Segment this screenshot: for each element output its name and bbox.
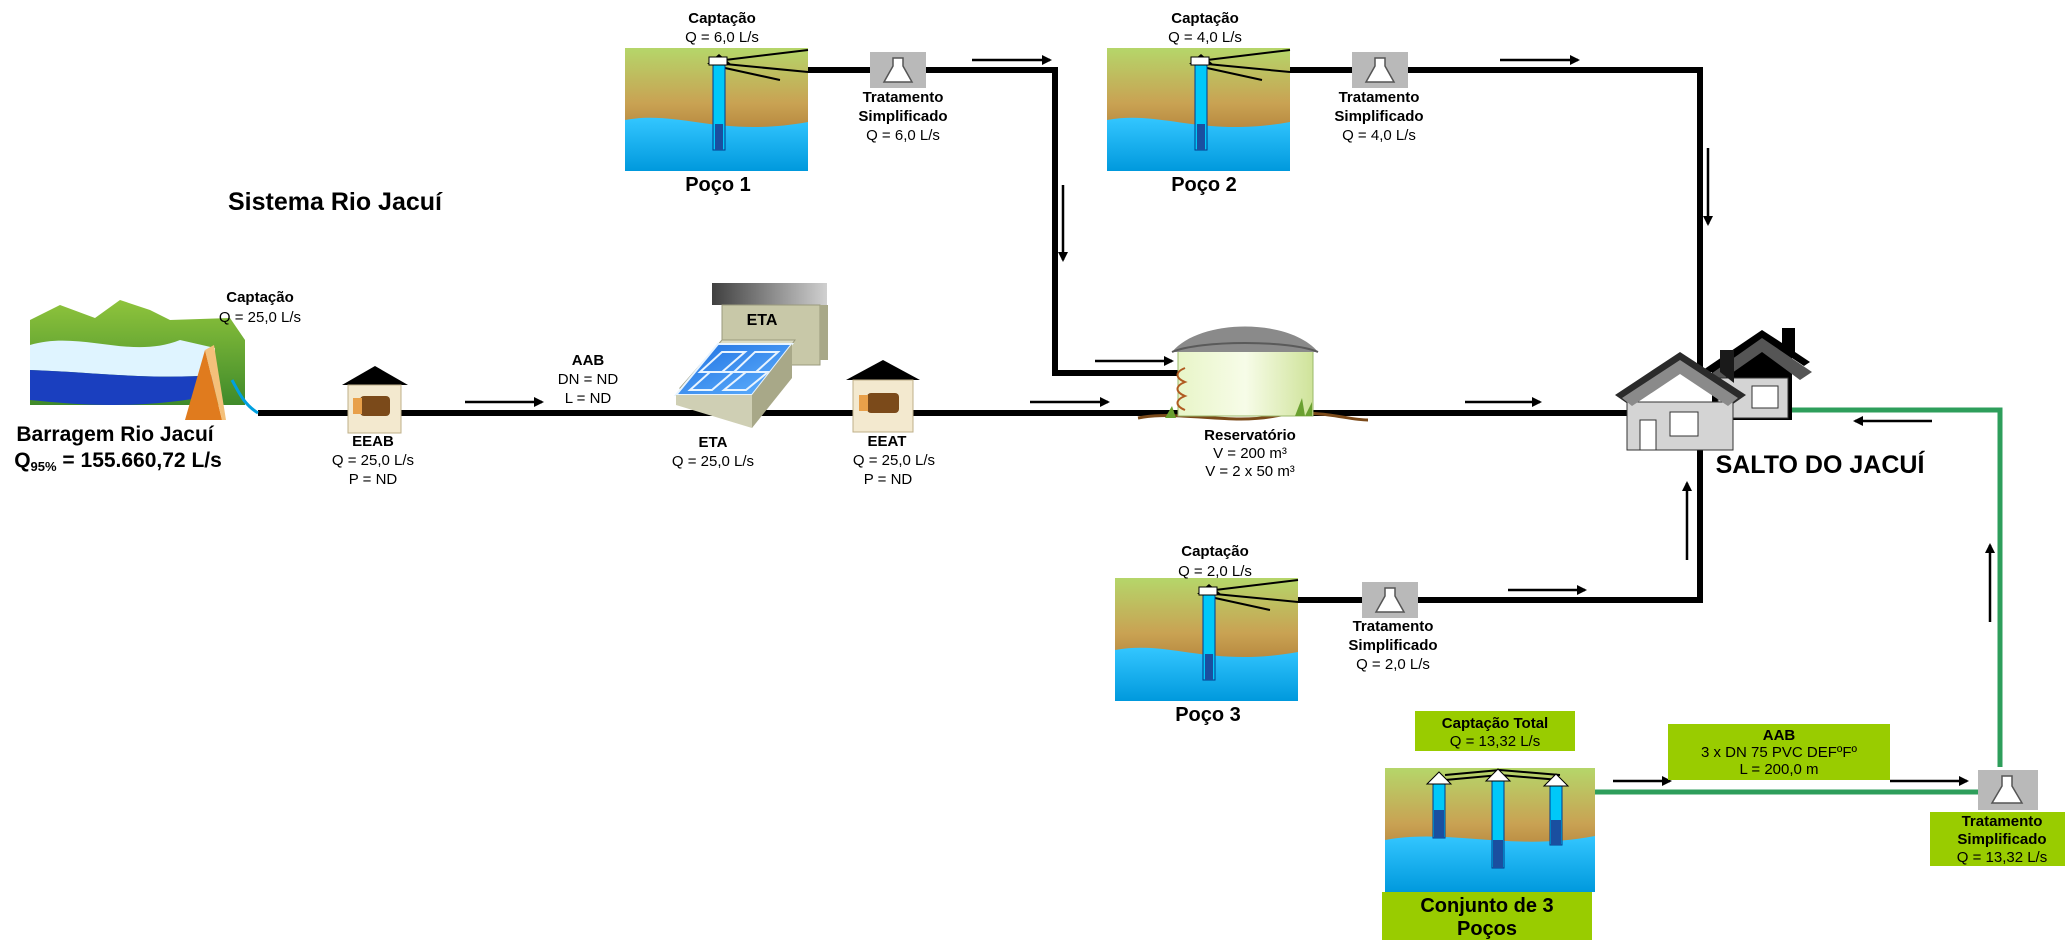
barragem-illustration (30, 300, 259, 420)
poco2-captacao-flow: Q = 4,0 L/s (1168, 29, 1242, 46)
poco1-treatment-type: Simplificado (858, 108, 947, 125)
diagram-title: Sistema Rio Jacuí (228, 188, 443, 216)
poco2-treatment-flow: Q = 4,0 L/s (1342, 127, 1416, 144)
poco2-name: Poço 2 (1171, 174, 1237, 196)
barragem-captacao-title: Captação (226, 289, 294, 306)
poco3-pipe (1295, 440, 1703, 603)
conjunto-captacao-box (1415, 711, 1575, 751)
conjunto-captacao-title: Captação Total (1442, 715, 1548, 732)
reservatorio-volume: V = 200 m³ (1213, 445, 1287, 462)
reservatorio-volume-modules: V = 2 x 50 m³ (1205, 463, 1295, 480)
poco1-captacao-title: Captação (688, 10, 756, 27)
eeat-pressure: P = ND (864, 471, 913, 488)
poco3-captacao-flow: Q = 2,0 L/s (1178, 563, 1252, 580)
poco2-captacao-title: Captação (1171, 10, 1239, 27)
flow-arrows (465, 55, 1995, 786)
poco1-pipe (800, 67, 1180, 376)
poco1-treatment-flask-icon (870, 52, 926, 88)
aab-name: AAB (572, 352, 605, 369)
conjunto-captacao-flow: Q = 13,32 L/s (1450, 733, 1540, 750)
conjunto-aab-box (1668, 724, 1890, 780)
eta-flow: Q = 25,0 L/s (672, 453, 754, 470)
eeat-name: EEAT (868, 433, 907, 450)
poco3-treatment-type: Simplificado (1348, 637, 1437, 654)
eeab-pressure: P = ND (349, 471, 398, 488)
poco1-treatment-flow: Q = 6,0 L/s (866, 127, 940, 144)
conjunto-wells-illustration (1385, 768, 1595, 892)
eeat-flow: Q = 25,0 L/s (853, 452, 935, 469)
poco2-well-illustration (1107, 48, 1291, 171)
eeab-flow: Q = 25,0 L/s (332, 452, 414, 469)
poco2-treatment-type: Simplificado (1334, 108, 1423, 125)
barragem-name: Barragem Rio Jacuí (16, 423, 214, 446)
poco1-treatment-label: Tratamento (863, 89, 944, 106)
poco3-name: Poço 3 (1175, 704, 1241, 726)
poco3-treatment-flask-icon (1362, 582, 1418, 618)
poco3-captacao-title: Captação (1181, 543, 1249, 560)
eta-sign: ETA (747, 312, 778, 329)
poco2-treatment-label: Tratamento (1339, 89, 1420, 106)
reservatorio-name: Reservatório (1204, 427, 1296, 444)
aab-length: L = ND (565, 390, 612, 407)
barragem-captacao-flow: Q = 25,0 L/s (219, 309, 301, 326)
aab-dn: DN = ND (558, 371, 619, 388)
eeat-building-icon (846, 360, 920, 433)
reservatorio-tank-icon (1137, 326, 1369, 422)
poco1-well-illustration (625, 48, 809, 171)
poco3-treatment-label: Tratamento (1353, 618, 1434, 635)
conjunto-treatment-label: Tratamento (1962, 813, 2043, 830)
green-pipes (1595, 407, 2003, 795)
barragem-q95: Q95% = 155.660,72 L/s (14, 449, 222, 474)
poco2-treatment-flask-icon (1352, 52, 1408, 88)
poco2-pipe (1282, 67, 1703, 380)
eta-building-icon (673, 283, 828, 428)
conjunto-to-city-pipe (1790, 407, 2003, 767)
conjunto-name-line1: Conjunto de 3 (1420, 895, 1553, 917)
city-houses-icon (1615, 328, 1812, 451)
conjunto-treatment-flow: Q = 13,32 L/s (1957, 849, 2047, 866)
conjunto-treatment-type: Simplificado (1957, 831, 2046, 848)
poco3-well-illustration (1115, 578, 1299, 701)
conjunto-aab-length: L = 200,0 m (1739, 761, 1818, 778)
pipes (258, 67, 1703, 603)
conjunto-aab-title: AAB (1763, 727, 1796, 744)
conjunto-treatment-box (1930, 812, 2065, 866)
conjunto-aab-diameter: 3 x DN 75 PVC DEFºFº (1701, 744, 1858, 761)
poco1-name: Poço 1 (685, 174, 751, 196)
eeab-building-icon (342, 366, 408, 434)
poco1-captacao-flow: Q = 6,0 L/s (685, 29, 759, 46)
conjunto-treatment-flask-icon (1978, 770, 2038, 810)
conjunto-name-box (1382, 892, 1592, 940)
eta-name: ETA (699, 434, 728, 451)
city-name: SALTO DO JACUÍ (1716, 450, 1926, 479)
eeab-name: EEAB (352, 433, 394, 450)
poco3-treatment-flow: Q = 2,0 L/s (1356, 656, 1430, 673)
conjunto-name-line2: Poços (1457, 918, 1517, 940)
